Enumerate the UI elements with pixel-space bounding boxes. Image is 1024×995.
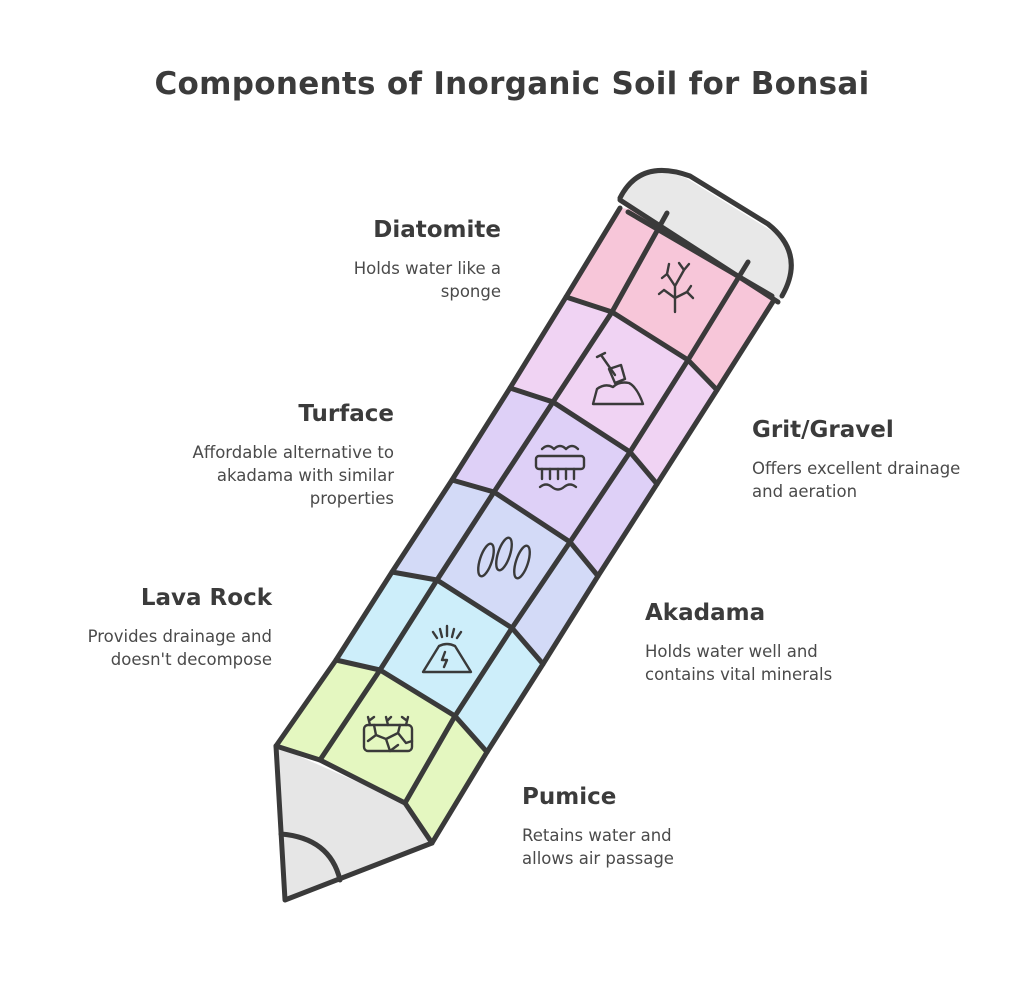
pencil-cap xyxy=(617,167,794,305)
label-turface-title: Turface xyxy=(298,401,394,427)
label-lava-rock-desc: Provides drainage and doesn't decompose xyxy=(87,627,272,669)
label-akadama: Akadama Holds water well and contains vi… xyxy=(645,598,945,686)
label-grit-gravel: Grit/Gravel Offers excellent drainage an… xyxy=(752,415,1022,503)
segment-divider xyxy=(389,569,546,667)
segment-divider xyxy=(507,385,660,487)
sponge-water-icon xyxy=(534,444,586,491)
pencil-facet-line xyxy=(402,259,751,806)
label-lava-rock: Lava Rock Provides drainage and doesn't … xyxy=(0,583,272,671)
segment-akadama xyxy=(392,480,598,664)
segment-grit-gravel xyxy=(510,297,717,484)
label-grit-gravel-desc: Offers excellent drainage and aeration xyxy=(752,459,961,501)
volcano-icon xyxy=(421,624,473,674)
segment-turface xyxy=(452,388,657,576)
pencil-facet-line xyxy=(317,210,670,763)
label-pumice-desc: Retains water and allows air passage xyxy=(522,826,674,868)
label-pumice: Pumice Retains water and allows air pass… xyxy=(522,782,822,870)
segment-divider xyxy=(333,657,490,755)
label-turface: Turface Affordable alternative to akadam… xyxy=(34,399,394,510)
porous-stone-icon xyxy=(362,715,414,753)
label-lava-rock-title: Lava Rock xyxy=(140,585,272,611)
segment-divider xyxy=(273,743,435,846)
label-akadama-title: Akadama xyxy=(645,600,766,626)
label-diatomite-title: Diatomite xyxy=(373,217,501,243)
label-diatomite: Diatomite Holds water like a sponge xyxy=(141,215,501,303)
segment-divider xyxy=(449,477,601,579)
label-diatomite-desc: Holds water like a sponge xyxy=(353,259,501,301)
label-grit-gravel-title: Grit/Gravel xyxy=(752,417,894,443)
label-pumice-title: Pumice xyxy=(522,784,617,810)
label-akadama-desc: Holds water well and contains vital mine… xyxy=(645,642,833,684)
branch-icon xyxy=(657,261,695,314)
pencil-edge xyxy=(273,205,623,749)
shovel-pile-icon xyxy=(591,351,645,406)
label-turface-desc: Affordable alternative to akadama with s… xyxy=(192,443,394,508)
pencil-tip xyxy=(273,743,435,903)
pencil-edge xyxy=(429,297,777,846)
diagram-title: Components of Inorganic Soil for Bonsai xyxy=(154,66,870,102)
grains-icon xyxy=(477,536,531,580)
segment-divider xyxy=(563,294,720,393)
